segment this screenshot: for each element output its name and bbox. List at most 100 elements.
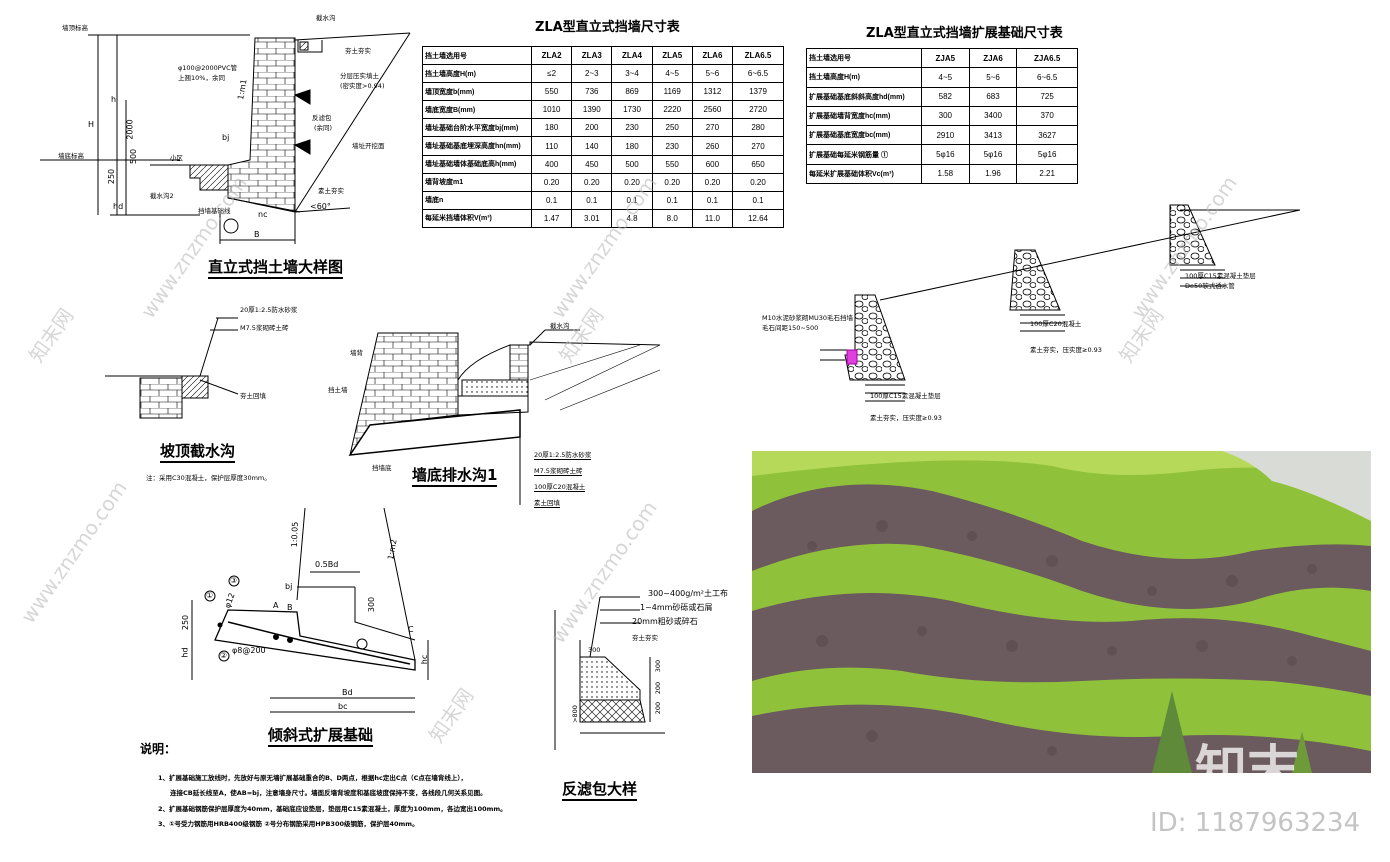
table-cell: 2560 (691, 100, 734, 120)
table1-header-cell: ZLA6.5 (732, 45, 784, 66)
bottom-drain-label: 墙背 (350, 349, 363, 357)
filter-label: 200 (654, 701, 663, 715)
main-label: 墙底标高 (58, 152, 84, 160)
watermark-id: ID: 1187963234 (1150, 808, 1361, 838)
main-dim: 250 (107, 168, 117, 185)
table2-header-cell: ZJA6 (968, 47, 1018, 69)
table-cell: 450 (571, 154, 613, 174)
table-cell: 挡土墙高度H(m) (422, 64, 532, 84)
table-cell: 110 (530, 136, 573, 156)
slope-label: M10水泥砂浆砌MU30毛石挡墙 (762, 314, 854, 322)
table-cell: 270 (691, 118, 734, 138)
table-cell: 墙顶宽度b(mm) (422, 82, 532, 102)
table-cell: 3413 (968, 125, 1018, 146)
table-cell: 1730 (611, 100, 653, 120)
table-cell: 0.20 (611, 172, 653, 192)
table-cell: 2910 (921, 125, 970, 146)
table-cell: 400 (530, 154, 573, 174)
table-cell: 墙底n (422, 190, 532, 210)
terrace-photo (752, 451, 1371, 773)
table-cell: 600 (691, 154, 734, 174)
top-drain-note: 注：采用C30混凝土，保护层厚度30mm。 (146, 474, 271, 482)
foundation-caption: 倾斜式扩展基础 (268, 724, 374, 747)
table-cell: 4~5 (651, 64, 693, 84)
table-cell: 0.1 (651, 190, 693, 210)
foundation-label: bj (285, 582, 293, 591)
main-label: 截水沟 (316, 14, 336, 22)
table-cell: 6~6.5 (732, 64, 784, 84)
filter-pack-drawing (554, 596, 665, 750)
notes-item: 1、扩展基础施工放线时，先放好与原无墙扩展基础重合的B、D两点，根据hc定出C点… (158, 774, 468, 782)
main-label: 反滤包 (312, 114, 332, 122)
terrace-photo-art (752, 451, 1371, 773)
table1: 挡土墙选用号 ZLA2 ZLA3 ZLA4 ZLA5 ZLA6 ZLA6.5 挡… (422, 45, 784, 229)
foundation-label: bc (338, 702, 348, 711)
table-cell: 1390 (571, 100, 613, 120)
table-cell: 墙址基础墙体基础底高h(mm) (422, 154, 532, 174)
table1-header-cell: ZLA2 (530, 45, 573, 66)
bottom-drain-legend: 素土回填 (534, 499, 560, 508)
slope-label: De50软式透水管 (1185, 282, 1235, 290)
bottom-drain-drawing (348, 329, 661, 505)
main-label: 挡墙基础线 (198, 207, 231, 215)
main-dim: H (88, 120, 95, 129)
table1-header-row: 挡土墙选用号 ZLA2 ZLA3 ZLA4 ZLA5 ZLA6 ZLA6.5 (422, 45, 784, 66)
table1-header-cell: ZLA4 (611, 45, 653, 66)
table-cell: 1.96 (968, 163, 1018, 185)
main-dim: bj (222, 133, 230, 142)
table-cell: 280 (732, 118, 784, 138)
filter-label: 夯土夯实 (632, 634, 658, 642)
main-dim: 2000 (125, 119, 135, 140)
table-cell: 582 (921, 86, 970, 107)
table-cell: 8.0 (651, 208, 693, 229)
table-cell: 370 (1016, 105, 1078, 127)
bottom-drain-label: 截水沟 (550, 322, 570, 330)
filter-label: 1~4mm砂砾或石屑 (640, 603, 713, 612)
table-cell: 墙址基础基底埋深高度hn(mm) (422, 136, 532, 156)
table1-header-cell: 挡土墙选用号 (422, 45, 532, 66)
foundation-label: ① (206, 591, 214, 600)
foundation-label: hc (420, 654, 430, 665)
table-cell: 6~6.5 (1016, 67, 1078, 88)
watermark-logo: 知末 (1195, 741, 1300, 801)
table-cell: 0.1 (571, 190, 613, 210)
main-detail-caption: 直立式挡土墙大样图 (208, 256, 344, 279)
foundation-label: 1:0.05 (289, 521, 300, 548)
main-label: 截水沟2 (150, 192, 174, 200)
table-cell: 扩展基础基底斜斜高度hd(mm) (806, 86, 922, 107)
main-label: 墙顶标高 (62, 24, 88, 32)
table-cell: 墙址基础台阶水平宽度bj(mm) (422, 118, 532, 138)
bottom-drain-label: 挡土墙 (328, 386, 348, 394)
table-cell: 1379 (732, 82, 784, 102)
filter-label: 300 (588, 646, 601, 654)
table-cell: 250 (651, 118, 693, 138)
table-cell: 4~5 (921, 67, 970, 88)
foundation-label: 300 (367, 596, 377, 613)
foundation-label: 250 (181, 614, 191, 631)
filter-label: >800 (570, 705, 579, 723)
top-drain-label: 20厚1:2.5防水砂浆 (240, 306, 298, 314)
table-cell: 725 (1016, 86, 1078, 107)
slope-label: 素土夯实，压实度≥0.93 (1030, 346, 1102, 354)
table-cell: 1169 (651, 82, 693, 102)
main-label: 墙址开挖面 (352, 142, 385, 150)
top-drain-caption: 坡顶截水沟 (160, 440, 236, 463)
table-cell: 5φ16 (921, 144, 970, 165)
main-dim: B (254, 230, 260, 239)
top-drain-label: M7.5浆砌砖土砖 (240, 324, 289, 332)
table-cell: 200 (571, 118, 613, 138)
main-label: φ100@2000PVC管 (178, 64, 238, 72)
table1-header-cell: ZLA5 (651, 45, 693, 66)
table-cell: 260 (691, 136, 734, 156)
table2-header-cell: ZJA6.5 (1016, 47, 1078, 69)
table-cell: 5φ16 (968, 144, 1018, 165)
